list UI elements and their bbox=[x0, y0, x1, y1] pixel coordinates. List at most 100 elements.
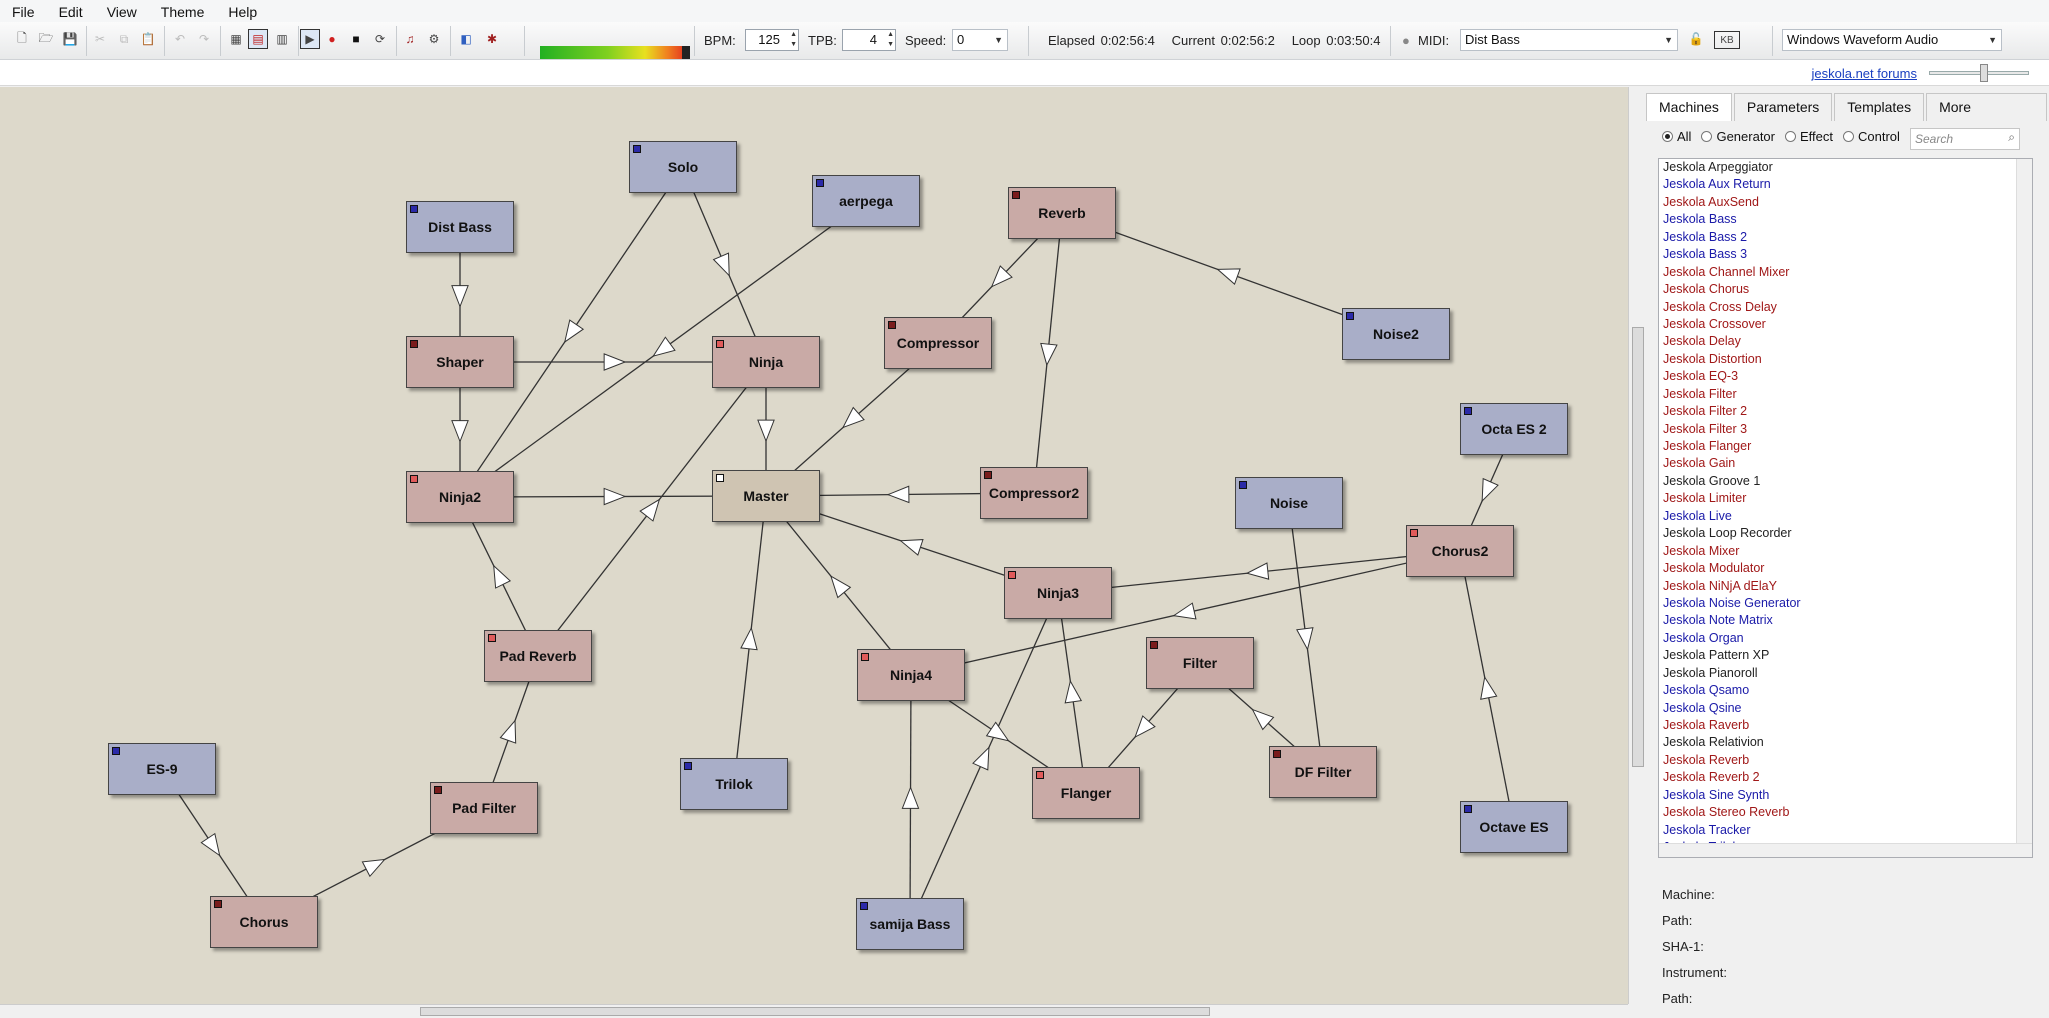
list-item[interactable]: Jeskola Cross Delay bbox=[1663, 299, 1777, 314]
menu-theme[interactable]: Theme bbox=[160, 4, 205, 20]
preferences-icon[interactable]: ✱ bbox=[486, 32, 498, 46]
machine-compressor2[interactable]: Compressor2 bbox=[980, 467, 1088, 519]
machine-shaper[interactable]: Shaper bbox=[406, 336, 514, 388]
wire-arrow-icon[interactable] bbox=[1296, 627, 1314, 651]
forums-link[interactable]: forums bbox=[1877, 66, 1917, 81]
wire-arrow-icon[interactable] bbox=[886, 485, 910, 504]
list-item[interactable]: Jeskola AuxSend bbox=[1663, 194, 1759, 209]
list-item[interactable]: Jeskola Chorus bbox=[1663, 282, 1750, 297]
machine-compressor[interactable]: Compressor bbox=[884, 317, 992, 369]
wire-arrow-icon[interactable] bbox=[652, 336, 676, 357]
machine-ninja4[interactable]: Ninja4 bbox=[857, 649, 965, 701]
machine-samija-bass[interactable]: samija Bass bbox=[856, 898, 964, 950]
wave-table-icon[interactable]: ♫ bbox=[405, 32, 415, 46]
wire-arrow-icon[interactable] bbox=[972, 746, 990, 771]
undo-icon[interactable]: ↶ bbox=[174, 32, 186, 46]
tab-more-machines[interactable]: More Machines bbox=[1926, 93, 2047, 141]
play-icon[interactable]: ▶ bbox=[300, 29, 320, 49]
wire-arrow-icon[interactable] bbox=[603, 353, 627, 371]
open-icon[interactable]: 🗁 bbox=[38, 30, 54, 45]
machine-solo[interactable]: Solo bbox=[629, 141, 737, 193]
list-item[interactable]: Jeskola Live bbox=[1663, 508, 1732, 523]
wire-arrow-icon[interactable] bbox=[990, 265, 1013, 288]
list-item[interactable]: Jeskola Channel Mixer bbox=[1663, 264, 1790, 279]
machine-noise[interactable]: Noise bbox=[1235, 477, 1343, 529]
machine-chorus2[interactable]: Chorus2 bbox=[1406, 525, 1514, 577]
midi-device-select[interactable]: Dist Bass▼ bbox=[1460, 29, 1678, 51]
loop-icon[interactable]: ⟳ bbox=[374, 32, 386, 46]
filter-control[interactable]: Control bbox=[1843, 129, 1900, 144]
filter-effect[interactable]: Effect bbox=[1785, 129, 1833, 144]
machine-aerpega[interactable]: aerpega bbox=[812, 175, 920, 227]
list-item[interactable]: Jeskola Loop Recorder bbox=[1663, 526, 1792, 541]
scroll-thumb[interactable] bbox=[420, 1007, 1210, 1016]
machine-trilok[interactable]: Trilok bbox=[680, 758, 788, 810]
cut-icon[interactable]: ✂ bbox=[94, 32, 106, 46]
list-item[interactable]: Jeskola Qsamo bbox=[1663, 683, 1750, 698]
wire-arrow-icon[interactable] bbox=[1172, 602, 1197, 620]
search-input[interactable]: Search⌕ bbox=[1910, 128, 2020, 150]
wire-arrow-icon[interactable] bbox=[451, 285, 469, 308]
tab-parameters[interactable]: Parameters bbox=[1733, 93, 1833, 121]
machine-octave-es[interactable]: Octave ES bbox=[1460, 801, 1568, 853]
wire-arrow-icon[interactable] bbox=[757, 419, 775, 443]
list-item[interactable]: Jeskola Pattern XP bbox=[1663, 648, 1770, 663]
wire-arrow-icon[interactable] bbox=[564, 319, 585, 344]
list-item[interactable]: Jeskola Limiter bbox=[1663, 491, 1747, 506]
wire-arrow-icon[interactable] bbox=[740, 626, 758, 651]
filter-generator[interactable]: Generator bbox=[1701, 129, 1775, 144]
paste-icon[interactable]: 📋 bbox=[140, 32, 156, 46]
wire-arrow-icon[interactable] bbox=[451, 420, 469, 443]
wire-arrow-icon[interactable] bbox=[1480, 675, 1498, 700]
machine-view-icon[interactable]: ▦ bbox=[230, 32, 242, 46]
copy-icon[interactable]: ⧉ bbox=[119, 31, 129, 46]
list-item[interactable]: Jeskola Sine Synth bbox=[1663, 787, 1770, 802]
machine-ninja[interactable]: Ninja bbox=[712, 336, 820, 388]
machine-ninja2[interactable]: Ninja2 bbox=[406, 471, 514, 523]
list-item[interactable]: Jeskola Note Matrix bbox=[1663, 613, 1773, 628]
redo-icon[interactable]: ↷ bbox=[198, 32, 210, 46]
machine-octa-es-2[interactable]: Octa ES 2 bbox=[1460, 403, 1568, 455]
machine-pad-filter[interactable]: Pad Filter bbox=[430, 782, 538, 834]
wire-arrow-icon[interactable] bbox=[493, 564, 512, 589]
list-item[interactable]: Jeskola Bass bbox=[1663, 212, 1737, 227]
wire-arrow-icon[interactable] bbox=[712, 252, 730, 277]
list-item[interactable]: Jeskola Crossover bbox=[1663, 316, 1766, 331]
list-item[interactable]: Jeskola Raverb bbox=[1663, 718, 1750, 732]
list-item[interactable]: Jeskola Aux Return bbox=[1663, 177, 1771, 192]
list-item[interactable]: Jeskola Gain bbox=[1663, 456, 1736, 471]
wire-arrow-icon[interactable] bbox=[985, 721, 1010, 742]
machine-dist-bass[interactable]: Dist Bass bbox=[406, 201, 514, 253]
list-item[interactable]: Jeskola Filter bbox=[1663, 386, 1737, 401]
menu-help[interactable]: Help bbox=[228, 4, 258, 20]
wire-arrow-icon[interactable] bbox=[200, 832, 221, 857]
wire-arrow-icon[interactable] bbox=[361, 858, 386, 878]
sequence-view-icon[interactable]: ▥ bbox=[276, 32, 288, 46]
wire-arrow-icon[interactable] bbox=[1040, 342, 1058, 367]
wire-arrow-icon[interactable] bbox=[901, 786, 920, 809]
list-item[interactable]: Jeskola EQ-3 bbox=[1663, 369, 1739, 384]
window-icon[interactable]: ◧ bbox=[460, 32, 472, 46]
list-item[interactable]: Jeskola Pianoroll bbox=[1663, 665, 1758, 680]
machine-noise2[interactable]: Noise2 bbox=[1342, 308, 1450, 360]
wire-arrow-icon[interactable] bbox=[603, 487, 627, 506]
slider-knob[interactable] bbox=[1980, 64, 1988, 82]
wire-arrow-icon[interactable] bbox=[1251, 708, 1275, 731]
list-item[interactable]: Jeskola Delay bbox=[1663, 334, 1741, 349]
list-item[interactable]: Jeskola Bass 2 bbox=[1663, 229, 1748, 244]
new-icon[interactable]: 🗋 bbox=[17, 30, 27, 45]
list-item[interactable]: Jeskola Filter 3 bbox=[1663, 421, 1748, 436]
machine-df-filter[interactable]: DF Filter bbox=[1269, 746, 1377, 798]
list-item[interactable]: Jeskola Modulator bbox=[1663, 561, 1765, 576]
list-item[interactable]: Jeskola Flanger bbox=[1663, 439, 1752, 453]
machine-es-9[interactable]: ES-9 bbox=[108, 743, 216, 795]
wire-arrow-icon[interactable] bbox=[499, 719, 517, 744]
scroll-thumb[interactable] bbox=[1632, 327, 1644, 767]
cpu-meter-icon[interactable]: ⚙ bbox=[428, 32, 440, 46]
list-item[interactable]: Jeskola Organ bbox=[1663, 630, 1744, 645]
speed-select[interactable]: 0▼ bbox=[952, 29, 1008, 51]
zoom-slider[interactable] bbox=[1929, 64, 2029, 82]
list-item[interactable]: Jeskola Qsine bbox=[1663, 700, 1742, 715]
filter-all[interactable]: All bbox=[1662, 129, 1691, 144]
